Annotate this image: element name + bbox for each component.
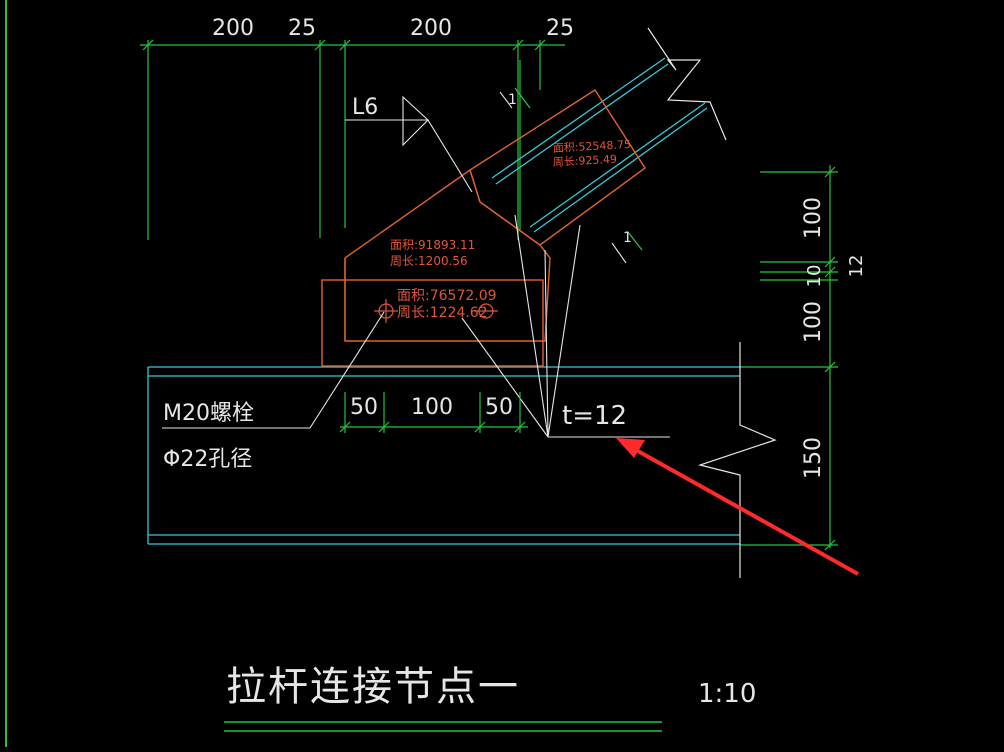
drawing-title: 拉杆连接节点一 — [226, 664, 520, 710]
gusset-plates — [321, 89, 646, 367]
stiffener-lines — [461, 214, 670, 438]
dim-right-1: 100 — [801, 197, 826, 239]
dim-right-3: 12 — [846, 255, 867, 278]
top-dimension-values: 200 25 200 25 — [212, 16, 574, 41]
right-dimension-values: 100 10 12 100 150 — [801, 197, 867, 479]
angle-callout: L6 — [345, 95, 473, 193]
diagonal-member — [491, 57, 708, 233]
right-dimension-chain — [740, 165, 838, 551]
bolt-label: M20螺栓 — [163, 401, 254, 426]
slope-ticks: 1 1 — [499, 87, 643, 264]
dim-bottom-3: 50 — [485, 395, 513, 420]
bolt-leader — [162, 311, 385, 429]
dim-bottom-2: 100 — [411, 395, 453, 420]
dim-right-4: 100 — [801, 301, 826, 343]
tick-label-bottom: 1 — [623, 230, 632, 246]
thickness-label: t=12 — [562, 401, 627, 431]
pointer-arrow — [616, 438, 859, 576]
break-line-right — [697, 342, 777, 578]
dim-bottom-1: 50 — [350, 395, 378, 420]
plate-upper-area: 面积:52548.75 — [552, 138, 631, 155]
dim-top-4: 25 — [546, 16, 574, 41]
dim-top-1: 200 — [212, 16, 254, 41]
plate-middle-perimeter: 周长:1200.56 — [390, 254, 468, 268]
scale-label: 1:10 — [698, 679, 756, 709]
angle-label: L6 — [352, 95, 378, 120]
plate-base-perimeter: 周长:1224.62 — [397, 305, 488, 321]
top-dimension-chain — [140, 39, 565, 240]
main-beam — [147, 366, 740, 545]
tick-label-top: 1 — [508, 92, 517, 108]
plate-base-area: 面积:76572.09 — [397, 288, 497, 304]
break-line-diagonal — [647, 27, 727, 141]
plate-base — [321, 279, 544, 367]
dim-right-2: 10 — [804, 265, 825, 288]
plate-middle-area: 面积:91893.11 — [390, 238, 475, 252]
bolt-hole-icon — [374, 299, 498, 323]
dim-top-2: 25 — [288, 16, 316, 41]
hole-label: Φ22孔径 — [163, 447, 252, 472]
bolt-spacing-dimensions — [339, 392, 528, 433]
plate-annotations: 面积:52548.75 周长:925.49 面积:91893.11 周长:120… — [390, 138, 631, 321]
dim-top-3: 200 — [410, 16, 452, 41]
plate-upper-perimeter: 周长:925.49 — [552, 153, 617, 169]
dim-right-5: 150 — [801, 437, 826, 479]
bolt-spacing-values: 50 100 50 — [350, 395, 513, 420]
